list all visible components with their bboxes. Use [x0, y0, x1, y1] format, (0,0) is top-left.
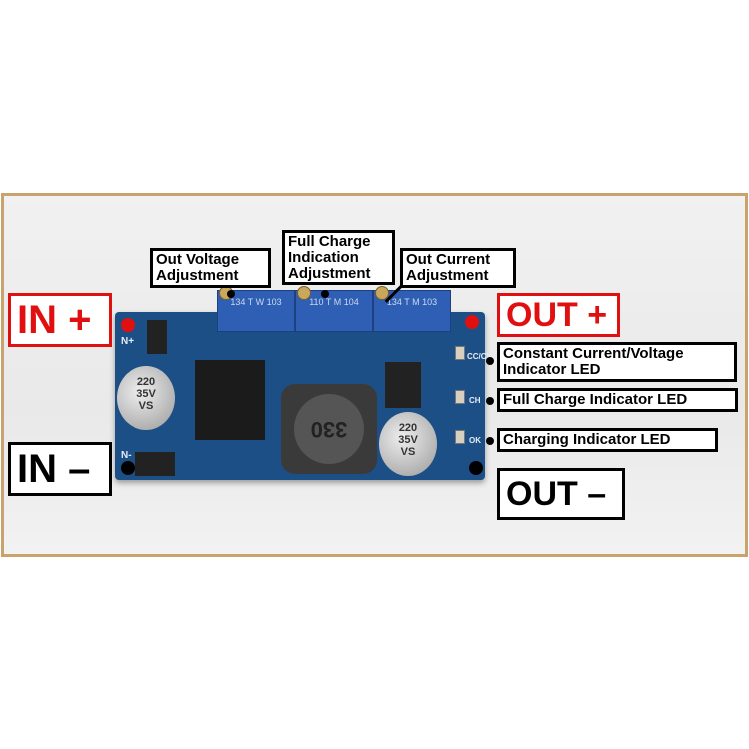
control-ic	[385, 362, 421, 408]
pcb-board: 134 T W 103 110 T M 104 134 T M 103 330 …	[115, 286, 492, 480]
charging-led-callout: Charging Indicator LED	[497, 428, 718, 452]
pot-label: 134 T W 103	[230, 297, 282, 307]
pointer-dot	[321, 290, 329, 298]
out-minus-marker-dot	[469, 461, 483, 475]
pointer-dot	[486, 437, 494, 445]
pointer-dot	[486, 357, 494, 365]
in-plus-marker-dot	[121, 318, 135, 332]
out-minus-label: OUT –	[497, 468, 625, 520]
pot-label: 110 T M 104	[309, 297, 359, 307]
out-plus-marker-dot	[465, 315, 479, 329]
in-minus-silkscreen: N-	[121, 450, 132, 461]
in-plus-silkscreen: N+	[121, 336, 135, 347]
cc-cv-led	[455, 346, 465, 360]
led2-silkscreen: CH	[469, 396, 481, 405]
regulator-ic	[195, 360, 265, 440]
led3-silkscreen: OK	[469, 436, 481, 445]
pointer-dot	[486, 397, 494, 405]
pot-label: 134 T M 103	[386, 297, 438, 307]
in-minus-label: IN –	[8, 442, 112, 496]
pointer-dot	[227, 290, 235, 298]
inductor: 330	[281, 384, 377, 474]
adjust-screw-icon[interactable]	[375, 286, 389, 300]
full-charge-led	[455, 390, 465, 404]
full-charge-led-callout: Full Charge Indicator LED	[497, 388, 738, 412]
inductor-label: 330	[294, 394, 364, 464]
in-plus-label: IN +	[8, 293, 112, 347]
out-plus-label: OUT +	[497, 293, 620, 337]
charging-led	[455, 430, 465, 444]
adjust-screw-icon[interactable]	[297, 286, 311, 300]
led1-silkscreen: CC/CV	[467, 352, 492, 361]
diode	[135, 452, 175, 476]
in-minus-marker-dot	[121, 461, 135, 475]
diode	[147, 320, 167, 354]
